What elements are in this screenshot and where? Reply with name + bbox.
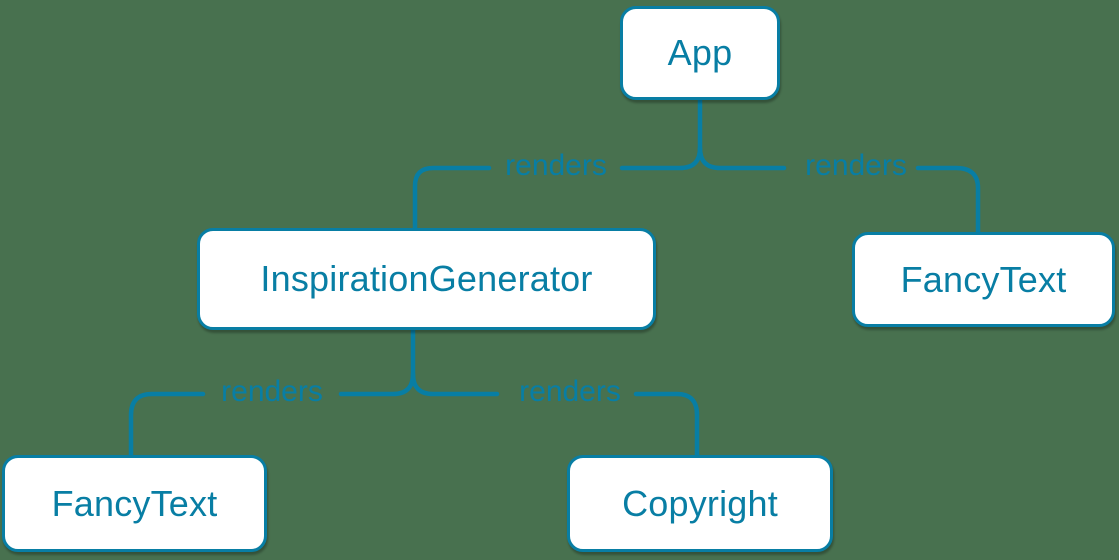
- node-copyright: Copyright: [567, 455, 833, 552]
- node-fancy-text-right: FancyText: [852, 232, 1115, 327]
- edge-label-renders-app-inspiration: renders: [505, 149, 607, 182]
- edge-inspiration-to-copyright-outer: [633, 391, 700, 458]
- edge-app-to-fancytext-outer: [915, 165, 981, 235]
- edge-label-renders-inspiration-copyright: renders: [519, 375, 621, 408]
- node-fancy-text-left: FancyText: [2, 455, 267, 552]
- edge-app-to-inspirationgenerator-inner: [619, 97, 703, 171]
- edge-label-renders-inspiration-fancytext: renders: [221, 375, 323, 408]
- node-inspiration-generator: InspirationGenerator: [197, 228, 656, 330]
- edge-inspiration-to-fancytext-outer: [128, 391, 206, 458]
- edge-label-renders-app-fancytext: renders: [805, 149, 907, 182]
- node-app: App: [620, 6, 780, 100]
- edge-app-to-inspirationgenerator-outer: [412, 165, 492, 231]
- edge-inspiration-to-copyright-inner: [410, 371, 500, 397]
- edge-inspiration-to-fancytext-inner: [338, 327, 416, 397]
- edge-app-to-fancytext-inner: [697, 145, 787, 171]
